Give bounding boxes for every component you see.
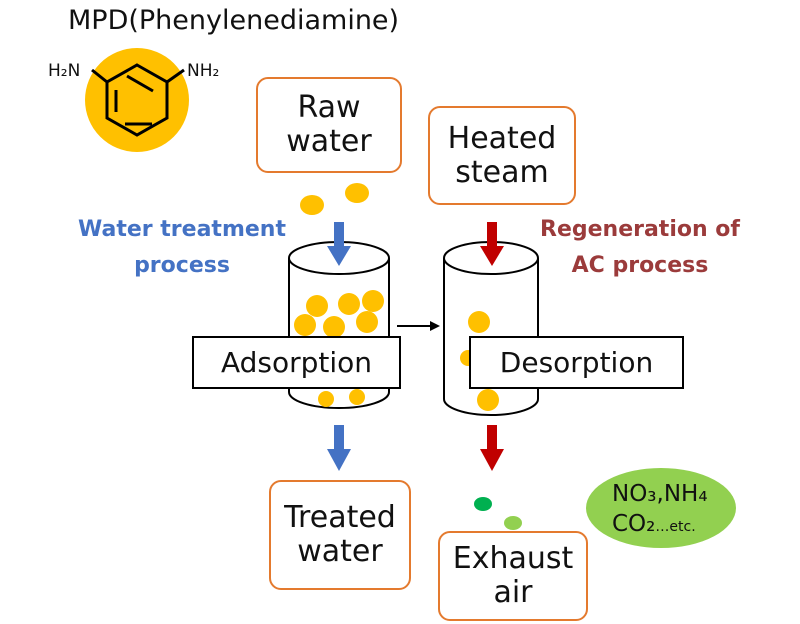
- particle: [323, 316, 345, 338]
- water-treatment-label: Water treatment process: [66, 212, 298, 284]
- transfer-arrow: [397, 321, 440, 331]
- amine-left-label: H₂N: [48, 61, 80, 81]
- particle: [338, 293, 360, 315]
- water-treatment-line1: Water treatment: [78, 217, 286, 242]
- particle: [294, 314, 316, 336]
- regeneration-label: Regeneration of AC process: [528, 212, 752, 284]
- byproducts-blob: [586, 468, 736, 548]
- water-inflow-arrow: [327, 222, 351, 266]
- byproducts-line2: CO₂…etc.: [612, 509, 708, 542]
- regeneration-line1: Regeneration of: [540, 217, 740, 242]
- exhaust-outflow-arrow: [480, 425, 504, 471]
- benzene-double-bond: [126, 74, 154, 93]
- regeneration-line2: AC process: [571, 253, 709, 278]
- desorption-column: [443, 241, 539, 416]
- exhaust-particle: [504, 516, 522, 530]
- particle: [349, 389, 365, 405]
- particle: [345, 183, 369, 203]
- particle: [468, 311, 490, 333]
- adsorption-label-box: Adsorption: [192, 336, 401, 389]
- raw-water-line1: Raw: [297, 90, 361, 125]
- desorption-label: Desorption: [499, 346, 654, 379]
- particle: [477, 389, 499, 411]
- amine-right-label: NH₂: [187, 61, 219, 81]
- water-treatment-line2: process: [134, 253, 230, 278]
- desorption-label-box: Desorption: [469, 336, 684, 389]
- byproducts-co2: CO₂: [612, 511, 656, 537]
- benzene-molecule: H₂N NH₂: [48, 48, 219, 152]
- particle: [300, 195, 324, 215]
- particle: [318, 391, 334, 407]
- amine-bond-right: [166, 68, 185, 84]
- byproducts-text: NO₃,NH₄ CO₂…etc.: [612, 479, 708, 542]
- byproducts-etc: …etc.: [655, 519, 696, 535]
- heated-steam-line1: Heated: [447, 120, 557, 156]
- exhaust-air-line2: air: [493, 575, 533, 610]
- particle: [356, 311, 378, 333]
- byproducts-line1: NO₃,NH₄: [612, 481, 708, 507]
- steam-inflow-arrow: [480, 222, 504, 266]
- exhaust-air-line1: Exhaust: [452, 541, 574, 576]
- particle: [306, 295, 328, 317]
- treated-water-line2: water: [297, 534, 383, 569]
- water-outflow-arrow: [327, 425, 351, 471]
- amine-bond-left: [91, 68, 108, 84]
- adsorption-label: Adsorption: [220, 346, 373, 379]
- exhaust-particle: [474, 497, 492, 511]
- heated-steam-line2: steam: [455, 154, 549, 190]
- treated-water-line1: Treated: [284, 500, 396, 535]
- raw-water-line2: water: [286, 124, 372, 159]
- particle: [362, 290, 384, 312]
- molecule-highlight-circle: [85, 48, 189, 152]
- molecule-title: MPD(Phenylenediamine): [68, 5, 400, 36]
